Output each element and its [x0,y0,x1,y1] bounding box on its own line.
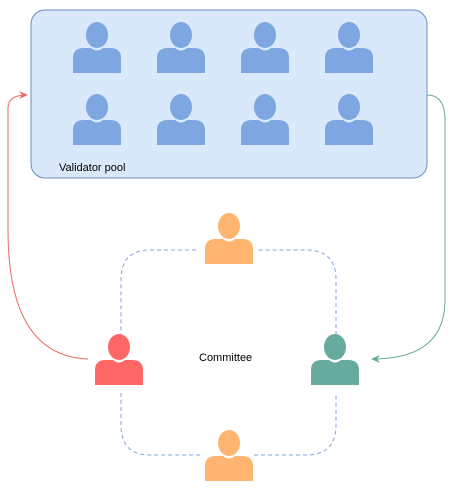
person-icon [205,430,253,481]
arrow-pool-to-committee [371,94,446,363]
person-icon [95,334,143,385]
validator-pool-label: Validator pool [59,162,126,174]
person-icon [157,94,205,145]
committee-label: Committee [199,352,253,364]
person-icon [325,22,373,73]
arrow-committee-to-pool [7,91,89,360]
person-icon [325,94,373,145]
person-icon [73,94,121,145]
person-icon [311,334,359,385]
person-icon [241,22,289,73]
person-icon [157,22,205,73]
person-icon [73,22,121,73]
person-icon [241,94,289,145]
committee-ring [120,249,337,456]
person-icon [205,213,253,264]
